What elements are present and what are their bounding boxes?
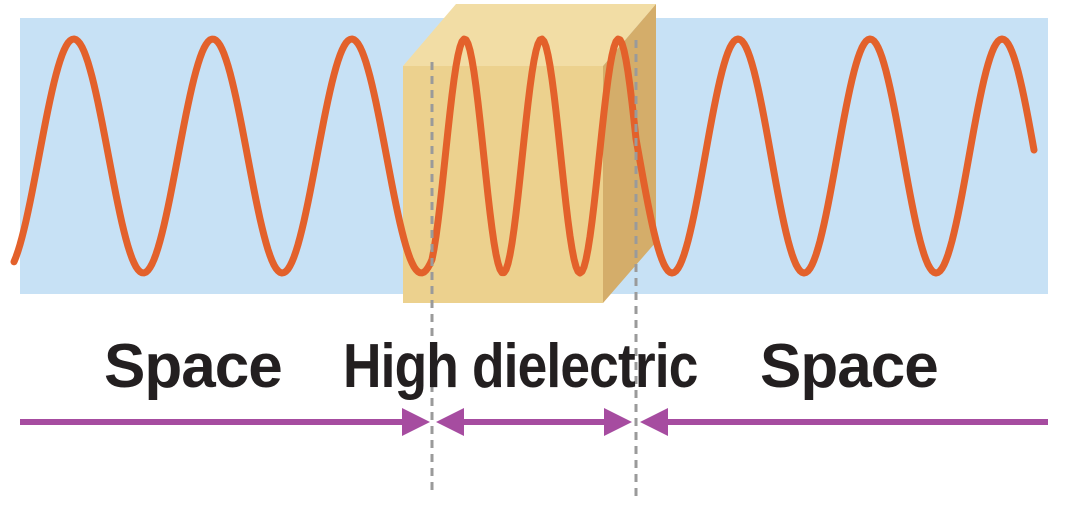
dielectric-block-front [403,66,603,303]
space-label-right: Space [760,332,939,401]
space-label-left: Space [104,332,283,401]
arrowhead-left-region [402,408,430,436]
arrowhead-middle-end [604,408,632,436]
arrowhead-right-region [640,408,668,436]
dielectric-block [403,4,656,303]
region-arrows [20,408,1048,436]
arrowhead-middle-start [436,408,464,436]
dielectric-block-top [403,4,656,66]
dielectric-block-side [603,4,656,303]
high-dielectric-label: High dielectric [343,332,698,401]
electromagnetic-wave [10,35,1038,277]
